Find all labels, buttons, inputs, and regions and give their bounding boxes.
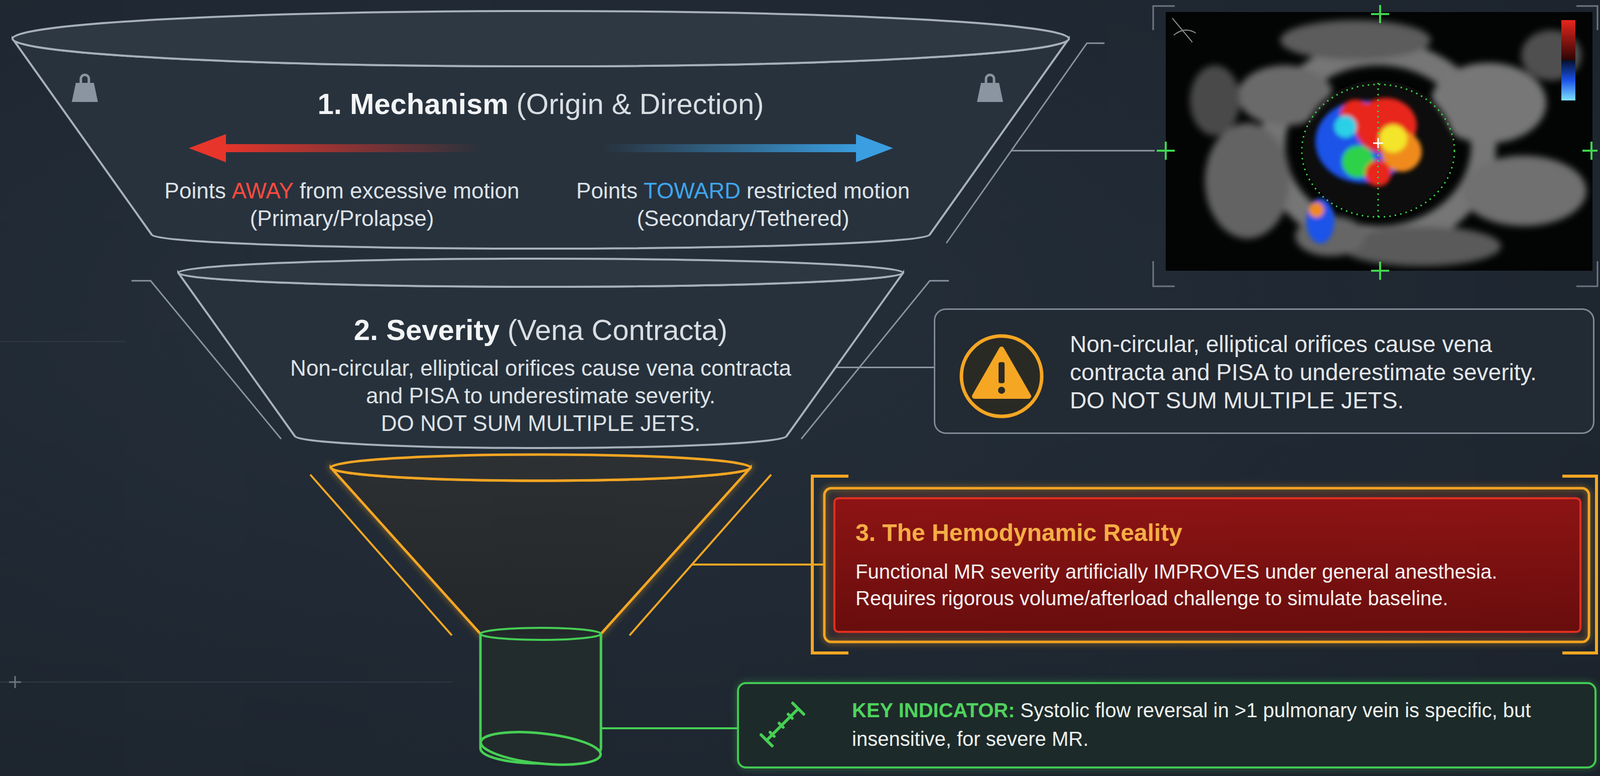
- node-text: from excessive motion: [299, 178, 520, 203]
- node-text: 1. Mechanism: [317, 87, 509, 120]
- node-shape: [5, 7, 1077, 254]
- warning-icon: [961, 335, 1042, 417]
- text-block: PointsTOWARDrestricted motion(Secondary/…: [544, 176, 942, 232]
- node-text: DO NOT SUM MULTIPLE JETS.: [381, 410, 701, 436]
- node-text: 3. The Hemodynamic Reality: [855, 519, 1183, 546]
- node-text: DO NOT SUM MULTIPLE JETS.: [1069, 387, 1404, 414]
- text-line: KEY INDICATOR:Systolic flow reversal in …: [851, 695, 1565, 754]
- indicator-box: KEY INDICATOR:Systolic flow reversal in …: [736, 681, 1597, 769]
- funnel-stage: 2. Severity(Vena Contracta) Non-circular,…: [174, 256, 907, 452]
- node-shape: [739, 683, 1595, 767]
- text-block: 1. Mechanism(Origin & Direction): [5, 86, 1077, 122]
- text-block: Functional MR severity artificially IMPR…: [855, 558, 1569, 612]
- node-text: Points: [576, 178, 638, 203]
- node-text: (Primary/Prolapse): [250, 205, 435, 231]
- weight-icon: [71, 82, 98, 102]
- weight-icon: [80, 74, 89, 83]
- node-text: 2. Severity: [353, 313, 500, 346]
- weight-icon: [986, 74, 995, 83]
- echo-image: [1153, 5, 1598, 287]
- text-line: 2. Severity(Vena Contracta): [174, 312, 907, 348]
- text-line: PointsTOWARDrestricted motion: [544, 176, 942, 205]
- node-text: (Secondary/Tethered): [636, 205, 849, 231]
- weight-icon: [976, 82, 1004, 102]
- text-block: Non-circular, elliptical orifices cause …: [1069, 329, 1582, 415]
- funnel-rim: [178, 258, 904, 287]
- text-line: PointsAWAYfrom excessive motion: [143, 176, 541, 205]
- node-text: restricted motion: [746, 178, 910, 203]
- text-line: 1. Mechanism(Origin & Direction): [5, 86, 1077, 122]
- node-text: KEY INDICATOR:: [851, 698, 1015, 721]
- node-text: (Origin & Direction): [516, 87, 764, 120]
- text-line: Functional MR severity artificially IMPR…: [855, 558, 1569, 612]
- text-line: DO NOT SUM MULTIPLE JETS.: [274, 409, 807, 437]
- text-line: (Secondary/Tethered): [544, 204, 942, 232]
- text-block: Non-circular, elliptical orifices cause …: [274, 353, 807, 437]
- orange-funnel: [310, 454, 772, 640]
- funnel-body: [12, 38, 1069, 249]
- text-block: KEY INDICATOR:Systolic flow reversal in …: [851, 695, 1565, 754]
- funnel-stage: 1. Mechanism(Origin & Direction)PointsAW…: [5, 7, 1077, 254]
- node-text: Non-circular, elliptical orifices cause …: [1069, 330, 1537, 386]
- red-box-frame: [812, 475, 1597, 653]
- red-arrow: [188, 134, 226, 163]
- node-text: (Vena Contracta): [507, 313, 728, 346]
- blue-arrow: [602, 144, 861, 153]
- node-text: Non-circular, elliptical orifices cause …: [290, 355, 792, 408]
- leader-line: [835, 366, 934, 368]
- green-tube: [479, 627, 603, 770]
- node-text: TOWARD: [643, 178, 741, 203]
- blue-arrow: [855, 134, 894, 163]
- text-block: 2. Severity(Vena Contracta): [174, 312, 907, 348]
- text-block: 3. The Hemodynamic Reality: [855, 517, 1569, 549]
- text-line: (Primary/Prolapse): [143, 204, 541, 232]
- warning-icon: [998, 361, 1005, 384]
- warning-icon: [974, 348, 1029, 397]
- text-line: Non-circular, elliptical orifices cause …: [274, 353, 807, 410]
- warning-callout: Non-circular, elliptical orifices cause …: [933, 308, 1595, 434]
- highlight-box: 3. The Hemodynamic RealityFunctional MR …: [833, 497, 1582, 633]
- node-text: AWAY: [231, 178, 294, 203]
- funnel-body: [178, 272, 904, 448]
- text-line: 3. The Hemodynamic Reality: [855, 517, 1569, 549]
- node-text: Functional MR severity artificially IMPR…: [855, 560, 1498, 609]
- caliper-icon: [761, 702, 804, 746]
- text-block: PointsAWAYfrom excessive motion(Primary/…: [143, 176, 541, 232]
- red-arrow: [220, 144, 482, 153]
- funnel-rim: [12, 11, 1069, 67]
- text-line: Non-circular, elliptical orifices cause …: [1069, 329, 1582, 387]
- node-text: Points: [164, 178, 226, 203]
- warning-icon: [998, 386, 1006, 394]
- text-line: DO NOT SUM MULTIPLE JETS.: [1069, 386, 1582, 415]
